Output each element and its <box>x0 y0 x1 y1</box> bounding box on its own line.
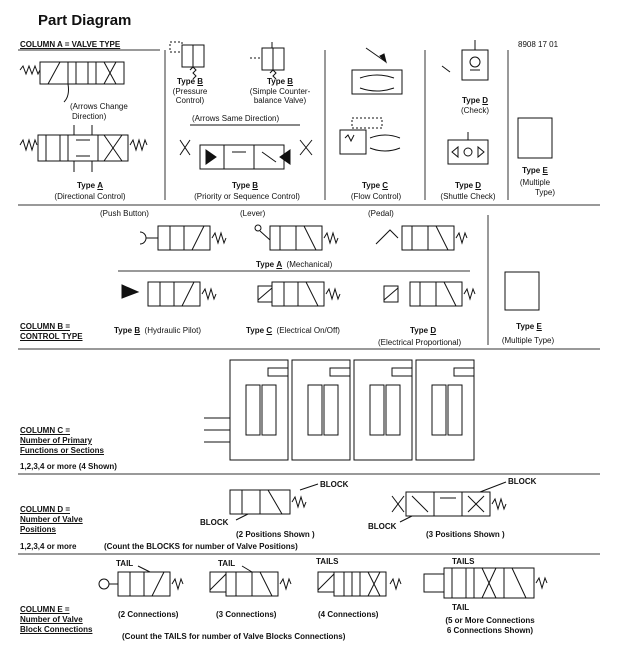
two-positions-label: (2 Positions Shown ) <box>236 530 315 539</box>
block-label-1: BLOCK <box>320 480 349 489</box>
two-connection-valve <box>99 566 183 596</box>
type-a-desc: (Directional Control) <box>54 192 126 201</box>
type-e-desc1: (Multiple <box>519 178 551 187</box>
three-positions-label: (3 Positions Shown ) <box>426 530 505 539</box>
five-connections-label1: (5 or More Connections <box>445 616 535 625</box>
column-d-note: 1,2,3,4 or more <box>20 542 77 551</box>
tails-label-1: TAILS <box>316 557 339 566</box>
tail-label-3: TAIL <box>452 603 470 612</box>
push-button-control <box>140 226 226 250</box>
type-d-shuttle-label: Type D <box>454 181 482 190</box>
counterbalance-valve <box>250 42 284 79</box>
two-connections-label: (2 Connections) <box>118 610 179 619</box>
check-valve <box>442 40 488 80</box>
page-title: Part Diagram <box>38 12 132 29</box>
lever-label: (Lever) <box>240 209 266 218</box>
type-b-counterbalance-label: Type B <box>266 77 294 86</box>
column-a-heading: COLUMN A = VALVE TYPE <box>20 40 121 49</box>
type-b-pressure-desc1: (Pressure <box>172 87 208 96</box>
document-number: 8908 17 01 <box>518 40 559 49</box>
push-button-label: (Push Button) <box>100 209 149 218</box>
shuttle-check-valve <box>448 132 488 164</box>
arrows-change-label: (Arrows Change <box>70 102 128 111</box>
type-c-label: Type C <box>361 181 389 190</box>
column-e-count-note: (Count the TAILS for number of Valve Blo… <box>122 632 346 641</box>
valve-type-a-top <box>20 62 124 102</box>
type-b-counterbalance-desc2: balance Valve) <box>253 96 307 105</box>
pressure-control-valve <box>170 42 204 79</box>
primary-function-sections <box>204 360 474 460</box>
three-position-valve <box>392 482 506 522</box>
type-e-desc2: Type) <box>534 188 555 197</box>
three-connection-valve <box>210 566 291 596</box>
type-b-pressure-label: Type B <box>176 77 204 86</box>
type-d-shuttle-desc: (Shuttle Check) <box>440 192 496 201</box>
multiple-type-box-b <box>505 272 539 310</box>
column-b-type-b: Type B (Hydraulic Pilot) <box>114 326 202 335</box>
column-b-type-d-desc: (Electrical Proportional) <box>378 338 462 347</box>
five-connections-label2: 6 Connections Shown) <box>446 626 534 635</box>
tail-label-2: TAIL <box>218 559 236 568</box>
flow-control-valve <box>340 48 402 154</box>
type-a-label: Type A <box>76 181 104 190</box>
column-b-type-a: Type A (Mechanical) <box>256 260 333 269</box>
tail-label-1: TAIL <box>116 559 134 568</box>
priority-valve <box>180 125 312 169</box>
hydraulic-pilot-control <box>122 282 216 306</box>
type-d-check-label: Type D <box>461 96 489 105</box>
column-b-type-e: Type E <box>516 322 542 331</box>
multiple-type-box-a <box>518 118 552 158</box>
type-e-label: Type E <box>522 166 548 175</box>
lever-control <box>255 225 338 250</box>
type-c-desc: (Flow Control) <box>350 192 402 201</box>
two-position-valve <box>230 484 318 520</box>
block-label-3: BLOCK <box>508 477 537 486</box>
arrows-change-label-2: Direction) <box>72 112 107 121</box>
electrical-on-off-control <box>258 282 340 306</box>
block-label-4: BLOCK <box>368 522 397 531</box>
valve-type-a-bottom <box>20 125 147 172</box>
arrows-same-label: (Arrows Same Direction) <box>192 114 280 123</box>
six-connection-valve <box>424 568 547 598</box>
tails-label-2: TAILS <box>452 557 475 566</box>
three-connections-label: (3 Connections) <box>216 610 277 619</box>
four-connection-valve <box>318 572 401 596</box>
column-b-type-e-desc: (Multiple Type) <box>501 336 555 345</box>
column-b-heading: COLUMN B =CONTROL TYPE <box>20 322 83 341</box>
type-b-label: Type B <box>231 181 259 190</box>
type-b-desc: (Priority or Sequence Control) <box>194 192 300 201</box>
electrical-proportional-control <box>384 282 475 306</box>
column-b-type-d: Type D <box>410 326 437 335</box>
block-label-2: BLOCK <box>200 518 229 527</box>
type-b-counterbalance-desc1: (Simple Counter- <box>249 87 311 96</box>
four-connections-label: (4 Connections) <box>318 610 379 619</box>
column-d-count-note: (Count the BLOCKS for number of Valve Po… <box>104 542 298 551</box>
column-b-type-c: Type C (Electrical On/Off) <box>246 326 340 335</box>
type-d-check-desc: (Check) <box>460 106 489 115</box>
column-c-note: 1,2,3,4 or more (4 Shown) <box>20 462 117 471</box>
type-b-pressure-desc2: Control) <box>175 96 205 105</box>
section-dividers <box>18 50 600 554</box>
pedal-control <box>376 226 467 250</box>
pedal-label: (Pedal) <box>368 209 394 218</box>
